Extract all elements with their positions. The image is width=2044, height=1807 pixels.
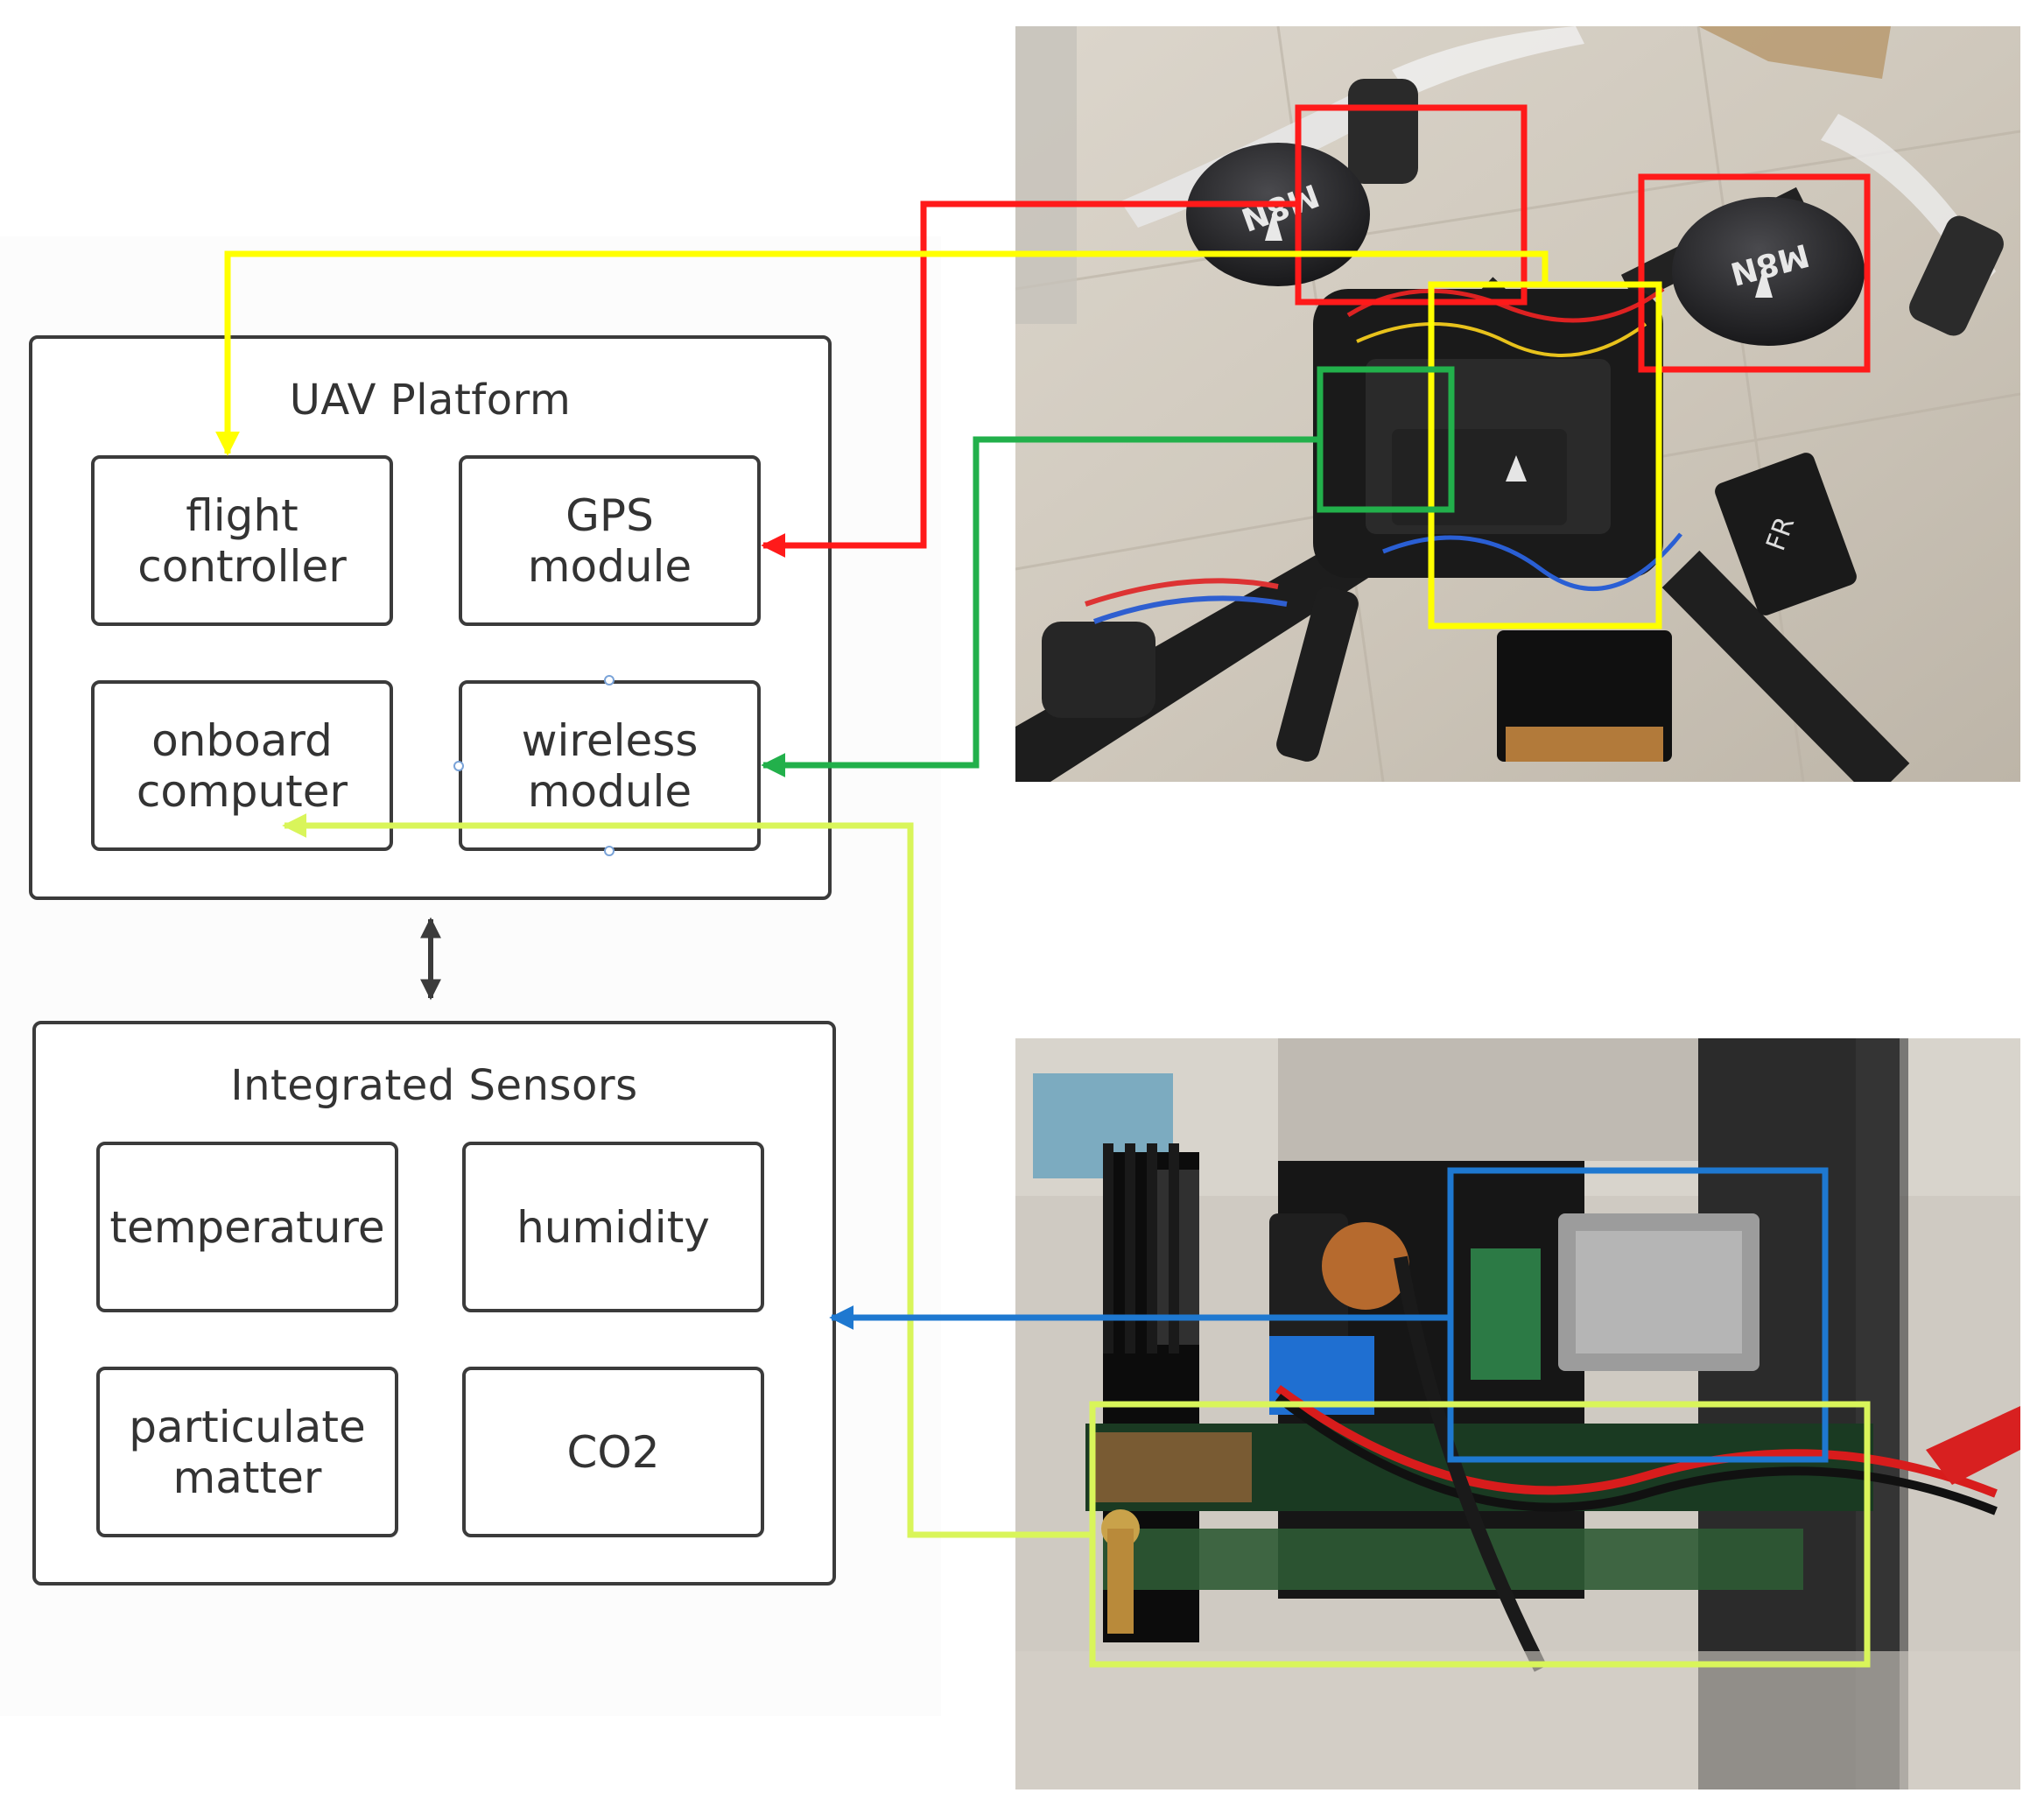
sensor-payload-photo	[1015, 1038, 2020, 1789]
sensor-photo-illustration	[1015, 1038, 2020, 1789]
uav-platform-title: UAV Platform	[289, 376, 572, 425]
temperature-box: temperature	[96, 1142, 398, 1312]
particulate-matter-box: particulate matter	[96, 1367, 398, 1537]
wireless-module-box: wireless module	[459, 680, 761, 851]
humidity-box: humidity	[462, 1142, 764, 1312]
gps-module-box: GPS module	[459, 455, 761, 626]
integrated-sensors-title: Integrated Sensors	[230, 1061, 638, 1110]
selection-handle-bottom	[604, 846, 615, 856]
onboard-computer-box: onboard computer	[91, 680, 393, 851]
selection-handle-top	[604, 675, 615, 686]
selection-handle-left	[453, 761, 464, 771]
uav-photo-illustration: FR M8N M8N	[1015, 26, 2020, 782]
co2-box: CO2	[462, 1367, 764, 1537]
flight-controller-box: flight controller	[91, 455, 393, 626]
uav-photo: FR M8N M8N	[1015, 26, 2020, 782]
